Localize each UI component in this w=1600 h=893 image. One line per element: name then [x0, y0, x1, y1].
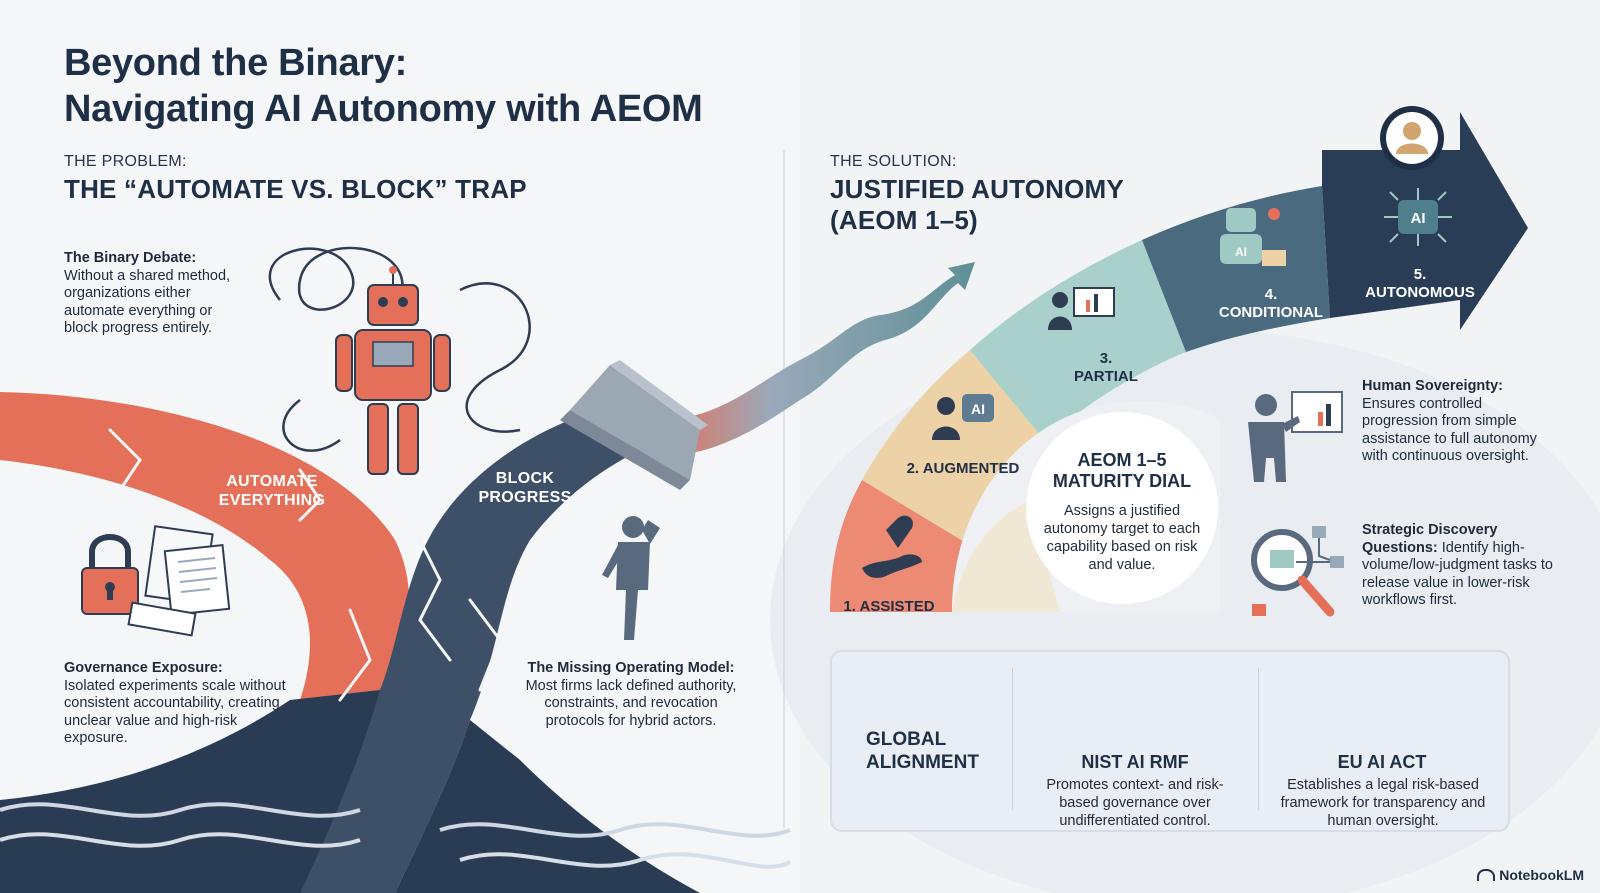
barrier-icon	[560, 360, 708, 490]
block-line-2: PROGRESS	[478, 489, 572, 506]
nist-title: NIST AI RMF	[1081, 752, 1189, 772]
human-sovereignty-icon	[1248, 391, 1343, 482]
step-3-number: 3.	[1099, 350, 1113, 367]
solution-kicker: THE SOLUTION:	[830, 153, 957, 170]
automate-path	[0, 392, 410, 700]
svg-text:AI: AI	[1411, 210, 1426, 227]
dial-center-text: AEOM 1–5 MATURITY DIAL Assigns a justifi…	[1040, 450, 1204, 574]
solution-headline-line-1: JUSTIFIED AUTONOMY	[830, 174, 1124, 204]
missing-model-label: The Missing Operating Model:	[527, 660, 735, 676]
human-sovereignty-note: Human Sovereignty: Ensures controlled pr…	[1362, 378, 1552, 466]
governance-text: Isolated experiments scale without consi…	[64, 677, 286, 747]
panel-divider-1	[1012, 668, 1013, 810]
robot-with-person-icon: AI	[1220, 208, 1286, 266]
progress-arrow-icon	[660, 262, 975, 455]
svg-text:AI: AI	[971, 401, 985, 417]
avatar-icon	[1380, 106, 1444, 170]
step-1-label: 1. ASSISTED	[843, 598, 935, 615]
ai-chip-icon: AI	[932, 394, 994, 440]
block-path	[260, 420, 640, 893]
automate-line-1: AUTOMATE	[226, 473, 318, 490]
strategic-discovery-label: Strategic Discovery Questions:	[1362, 522, 1498, 556]
dial-title-line-2: MATURITY DIAL	[1052, 471, 1192, 491]
svg-text:AI: AI	[1235, 245, 1247, 259]
notebooklm-logo-icon	[1477, 869, 1496, 881]
step-5-name: AUTONOMOUS	[1365, 284, 1475, 301]
panel-divider-2	[1258, 668, 1259, 810]
human-sovereignty-label: Human Sovereignty:	[1362, 378, 1503, 394]
solution-headline: JUSTIFIED AUTONOMY (AEOM 1–5)	[830, 174, 1170, 236]
page-title: Beyond the Binary: Navigating AI Autonom…	[64, 40, 824, 132]
global-alignment-panel	[830, 650, 1510, 832]
solution-headline-line-2: (AEOM 1–5)	[830, 205, 978, 235]
eu-description: Establishes a legal risk-based framework…	[1280, 777, 1486, 829]
governance-note: Governance Exposure: Isolated experiment…	[64, 660, 304, 748]
presenter-icon	[1048, 287, 1115, 330]
padlock-icon	[81, 534, 139, 615]
brand-mark: NotebookLM	[1477, 867, 1584, 883]
step-5-label: 5. AUTONOMOUS	[1350, 266, 1490, 302]
step-4-label: 4. CONDITIONAL	[1196, 286, 1346, 322]
step-4-segment	[1142, 186, 1330, 352]
stressed-person-icon	[602, 516, 660, 640]
brand-name: NotebookLM	[1499, 867, 1584, 883]
title-line-1: Beyond the Binary:	[64, 42, 407, 84]
global-alignment-line-2: ALIGNMENT	[866, 752, 979, 773]
step-4-number: 4.	[1264, 286, 1278, 303]
ai-network-icon: AI	[1384, 188, 1452, 246]
eu-title: EU AI ACT	[1337, 752, 1427, 772]
human-sovereignty-text: Ensures controlled progression from simp…	[1362, 395, 1537, 465]
block-line-1: BLOCK	[495, 470, 555, 487]
step-3-segment	[970, 240, 1186, 440]
global-alignment-heading: GLOBAL ALIGNMENT	[866, 728, 1006, 774]
governance-label: Governance Exposure:	[64, 660, 223, 676]
papers-icon	[127, 525, 231, 637]
block-progress-label: BLOCK PROGRESS	[470, 469, 580, 507]
dial-title-line-1: AEOM 1–5	[1077, 450, 1167, 470]
dial-center	[1026, 412, 1218, 604]
missing-model-note: The Missing Operating Model: Most firms …	[506, 660, 756, 730]
hand-icon	[862, 515, 922, 578]
robot-icon	[268, 246, 531, 475]
step-2-label: 2. AUGMENTED	[906, 460, 1020, 477]
title-line-2: Navigating AI Autonomy with AEOM	[64, 88, 703, 130]
strategic-discovery-text: Identify high-volume/low-judgment tasks …	[1362, 539, 1553, 609]
problem-kicker: THE PROBLEM:	[64, 153, 187, 170]
strategic-discovery-note: Strategic Discovery Questions: Identify …	[1362, 522, 1562, 610]
binary-debate-note: The Binary Debate: Without a shared meth…	[64, 250, 234, 338]
missing-model-text: Most firms lack defined authority, const…	[525, 677, 737, 729]
automate-everything-label: AUTOMATE EVERYTHING	[202, 472, 342, 510]
problem-headline: THE “AUTOMATE VS. BLOCK” TRAP	[64, 174, 527, 204]
step-3-label: 3. PARTIAL	[1046, 350, 1166, 386]
dial-description: Assigns a justified autonomy target to e…	[1043, 503, 1201, 573]
binary-debate-text: Without a shared method, organizations e…	[64, 267, 231, 337]
nist-description: Promotes context- and risk-based governa…	[1046, 777, 1224, 829]
global-alignment-line-1: GLOBAL	[866, 729, 947, 750]
magnifier-icon	[1251, 526, 1344, 617]
binary-debate-label: The Binary Debate:	[64, 250, 197, 266]
automate-line-2: EVERYTHING	[218, 492, 326, 509]
step-3-name: PARTIAL	[1074, 368, 1138, 385]
step-5-number: 5.	[1413, 266, 1427, 283]
step-4-name: CONDITIONAL	[1218, 304, 1324, 321]
step-2-segment	[862, 350, 1044, 544]
